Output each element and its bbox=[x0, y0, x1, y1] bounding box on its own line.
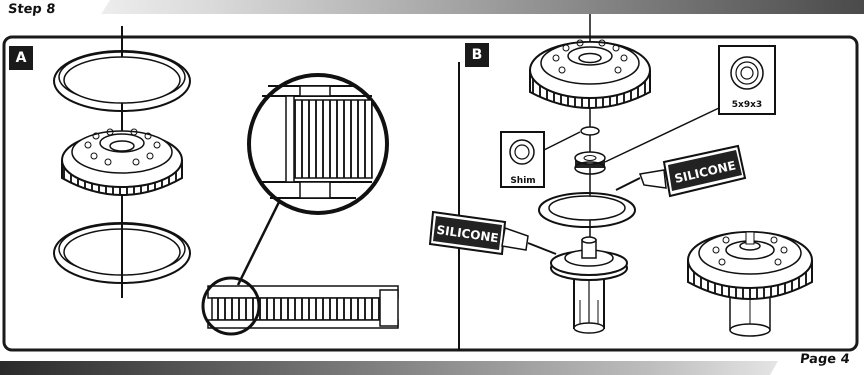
pulley-side-view bbox=[208, 286, 398, 328]
top-seal-ring bbox=[54, 51, 190, 111]
detail-magnifier bbox=[249, 75, 387, 213]
shim-callout-label: Shim bbox=[510, 176, 535, 186]
bearing-callout-label: 5x9x3 bbox=[732, 100, 762, 110]
shim-part bbox=[581, 127, 599, 135]
panel-a-badge: A bbox=[9, 46, 33, 70]
top-border-band bbox=[0, 0, 864, 14]
bottom-border-band bbox=[0, 361, 864, 375]
panel-b-badge: B bbox=[465, 43, 489, 67]
pulley-b-top bbox=[530, 40, 650, 108]
page-number: Page 4 bbox=[800, 352, 851, 367]
step-label: Step 8 bbox=[7, 2, 56, 17]
